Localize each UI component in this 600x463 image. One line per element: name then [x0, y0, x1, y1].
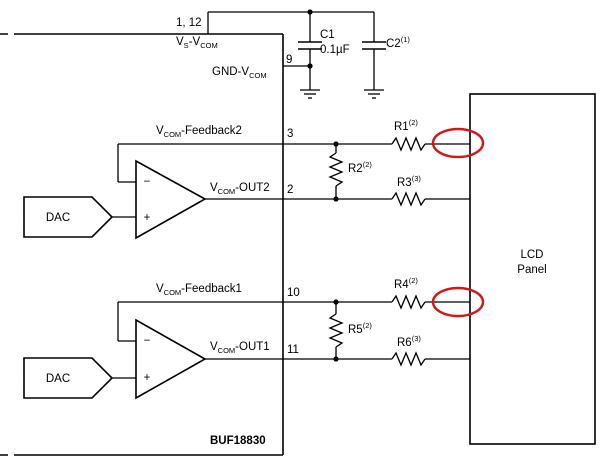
gnd-pin-number: 9 — [286, 54, 292, 66]
out2-pin-number: 2 — [287, 184, 293, 196]
r5-resistor — [328, 313, 344, 348]
out1-label: VCOM-OUT1 — [210, 341, 270, 355]
r1-label: R1(2) — [394, 118, 418, 133]
r5-label: R5(2) — [348, 321, 372, 336]
ground-symbol — [300, 89, 320, 99]
dac-block — [23, 357, 114, 399]
r4-resistor — [391, 294, 426, 310]
feedback1-pin-number: 10 — [287, 287, 300, 299]
ground-symbol — [364, 89, 384, 99]
chip-name: BUF18830 — [210, 435, 266, 447]
out1-pin-number: 11 — [287, 344, 299, 356]
highlight-ellipse — [431, 286, 485, 318]
r1-resistor — [391, 136, 426, 152]
channel-1: − + — [23, 294, 470, 400]
lcd-panel-line1: LCD — [520, 249, 543, 261]
feedback1-label: VCOM-Feedback1 — [156, 283, 242, 297]
lcd-panel-line2: Panel — [517, 264, 546, 276]
c2-label: C2(1) — [386, 35, 410, 50]
op-amp-minus: − — [144, 335, 151, 347]
op-amp-plus: + — [144, 212, 151, 224]
r3-label: R3(3) — [397, 174, 421, 189]
supply-label: VS-VCOM — [176, 36, 218, 50]
supply-pin-number: 1, 12 — [176, 17, 202, 29]
feedback2-label: VCOM-Feedback2 — [156, 125, 242, 139]
r3-resistor — [391, 191, 426, 207]
dac-label: DAC — [46, 212, 70, 224]
r4-label: R4(2) — [394, 276, 418, 291]
lcd-panel — [469, 93, 596, 445]
out2-label: VCOM-OUT2 — [210, 182, 270, 196]
dac-block — [23, 196, 114, 238]
r6-resistor — [391, 351, 426, 367]
gnd-label: GND-VCOM — [212, 66, 267, 80]
highlight-ellipse — [431, 127, 485, 159]
op-amp — [135, 159, 207, 240]
supply-network — [207, 9, 386, 99]
r2-resistor — [328, 152, 344, 187]
op-amp-minus: − — [144, 176, 151, 188]
op-amp-plus: + — [144, 372, 151, 384]
dac-label: DAC — [46, 373, 70, 385]
c1-value: 0.1µF — [320, 44, 350, 56]
r2-label: R2(2) — [348, 160, 372, 175]
channel-2: − + — [23, 136, 470, 240]
op-amp — [135, 318, 207, 400]
chip-body — [0, 33, 284, 456]
c2-capacitor — [362, 41, 386, 90]
c1-capacitor — [298, 41, 322, 90]
c1-label: C1 — [320, 29, 335, 41]
r6-label: R6(3) — [397, 334, 421, 349]
feedback2-pin-number: 3 — [287, 128, 293, 140]
